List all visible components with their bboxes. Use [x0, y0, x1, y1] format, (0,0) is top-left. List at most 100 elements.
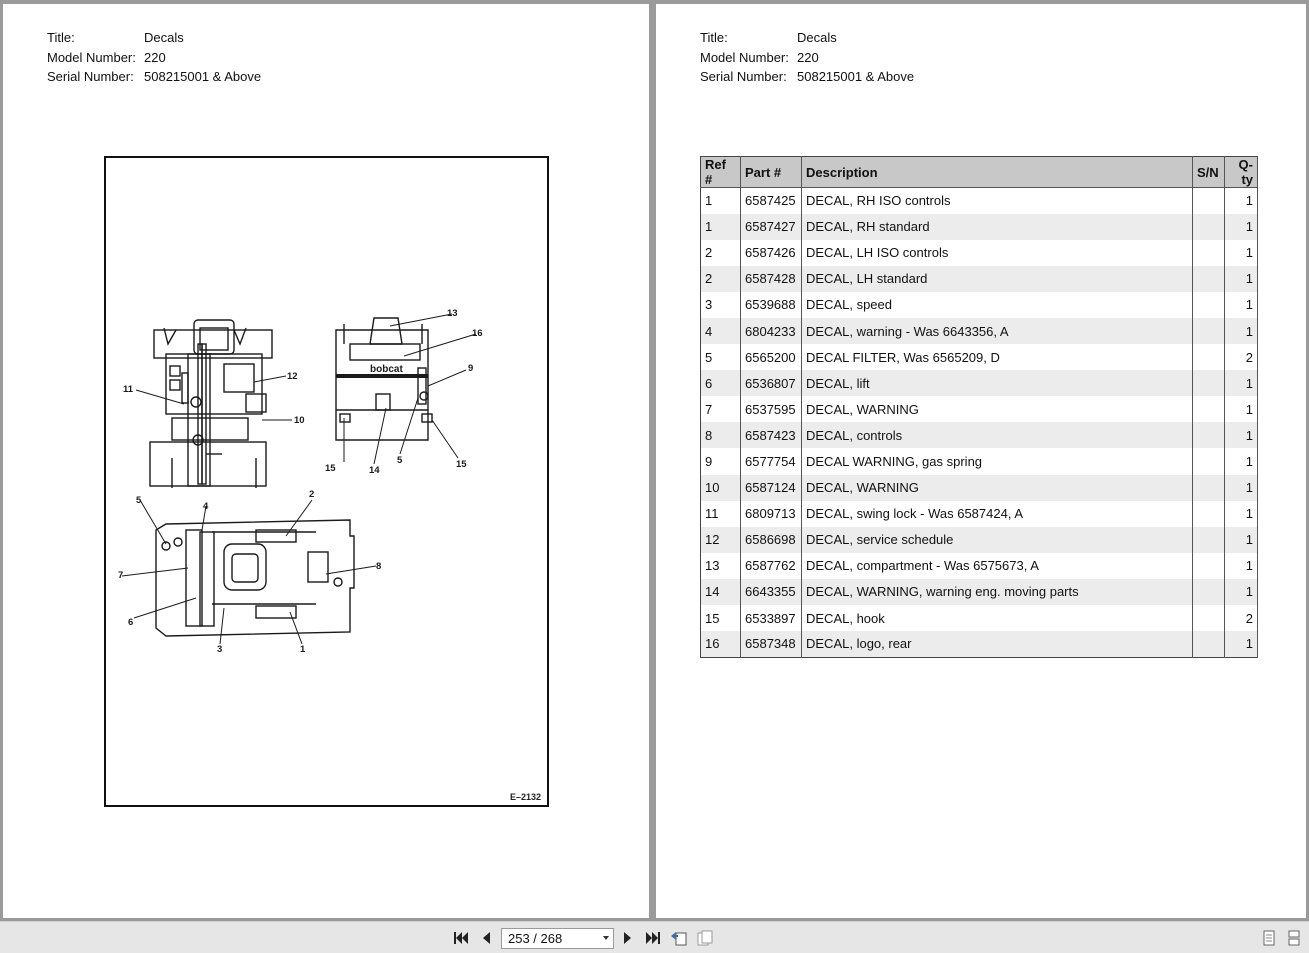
cell-sn — [1192, 448, 1225, 475]
rear-view — [149, 319, 273, 488]
serial-row: Serial Number: 508215001 & Above — [700, 67, 914, 87]
header-qty: Q-ty — [1224, 156, 1258, 188]
cell-qty: 1 — [1224, 396, 1258, 423]
cell-sn — [1192, 605, 1225, 632]
page-number-select[interactable]: 253 / 268 — [501, 928, 614, 949]
header-ref: Ref # — [700, 156, 741, 188]
cell-ref: 9 — [700, 448, 741, 475]
cell-description: DECAL, controls — [801, 422, 1193, 449]
cell-sn — [1192, 344, 1225, 371]
cell-qty: 1 — [1224, 370, 1258, 397]
cell-part: 6587427 — [740, 213, 802, 240]
model-label: Model Number: — [47, 49, 136, 65]
cell-part: 6587124 — [740, 474, 802, 501]
title-row: Title: Decals — [47, 28, 261, 48]
cell-sn — [1192, 187, 1225, 214]
cell-qty: 2 — [1224, 605, 1258, 632]
model-row: Model Number: 220 — [47, 48, 261, 68]
callout-11: 11 — [123, 384, 134, 395]
cell-part: 6804233 — [740, 317, 802, 345]
cell-part: 6539688 — [740, 291, 802, 318]
last-page-icon[interactable] — [644, 929, 662, 947]
cell-part: 6586698 — [740, 526, 802, 553]
cell-description: DECAL, WARNING — [801, 396, 1193, 423]
cell-sn — [1192, 526, 1225, 553]
cell-qty: 1 — [1224, 448, 1258, 475]
serial-label: Serial Number: — [700, 69, 787, 84]
callout-8: 8 — [376, 561, 381, 572]
cell-ref: 16 — [700, 631, 741, 658]
single-page-icon[interactable] — [1260, 929, 1278, 947]
cell-part: 6537595 — [740, 396, 802, 423]
callout-10: 10 — [294, 415, 305, 426]
callout-4: 4 — [203, 501, 209, 512]
cell-ref: 10 — [700, 474, 741, 501]
cell-ref: 3 — [700, 291, 741, 318]
callout-12: 12 — [287, 371, 298, 382]
cell-description: DECAL, WARNING — [801, 474, 1193, 501]
first-page-icon[interactable] — [452, 929, 470, 947]
cell-sn — [1192, 291, 1225, 318]
cell-ref: 7 — [700, 396, 741, 423]
top-view — [155, 519, 355, 637]
cell-qty: 1 — [1224, 239, 1258, 266]
serial-value: 508215001 & Above — [797, 69, 915, 84]
callout-3: 3 — [217, 644, 222, 655]
cell-part: 6587428 — [740, 265, 802, 292]
callout-1: 1 — [300, 644, 306, 655]
cell-qty: 1 — [1224, 500, 1258, 527]
continuous-page-icon[interactable] — [1285, 929, 1303, 947]
cell-ref: 6 — [700, 370, 741, 397]
cell-qty: 1 — [1224, 552, 1258, 579]
page-indicator: 253 / 268 — [508, 931, 563, 946]
cell-sn — [1192, 213, 1225, 240]
cell-ref: 13 — [700, 552, 741, 579]
cell-ref: 11 — [700, 500, 741, 527]
prev-page-icon[interactable] — [477, 929, 495, 947]
model-value: 220 — [797, 49, 819, 65]
cell-description: DECAL, LH standard — [801, 265, 1193, 292]
cell-qty: 1 — [1224, 213, 1258, 240]
cell-part: 6587425 — [740, 187, 802, 214]
page-meta: Title: Decals Model Number: 220 Serial N… — [47, 28, 261, 87]
chevron-down-icon — [603, 936, 609, 940]
left-page: Title: Decals Model Number: 220 Serial N… — [3, 4, 649, 918]
cell-qty: 1 — [1224, 317, 1258, 345]
cell-ref: 8 — [700, 422, 741, 449]
title-label: Title: — [700, 30, 728, 45]
cell-description: DECAL, swing lock - Was 6587424, A — [801, 500, 1193, 527]
cell-sn — [1192, 552, 1225, 579]
cell-qty: 1 — [1224, 265, 1258, 292]
back-view-icon[interactable] — [670, 929, 688, 947]
callout-13: 13 — [447, 308, 458, 319]
next-page-icon[interactable] — [619, 929, 637, 947]
model-label: Model Number: — [700, 49, 789, 65]
viewer-toolbar: 253 / 268 — [0, 921, 1309, 953]
forward-view-icon[interactable] — [696, 929, 714, 947]
cell-sn — [1192, 396, 1225, 423]
callout-16: 16 — [472, 328, 483, 339]
cell-sn — [1192, 239, 1225, 266]
callout-15b: 15 — [456, 459, 467, 470]
title-value: Decals — [797, 30, 837, 45]
leader-lines — [121, 313, 477, 645]
cell-part: 6587426 — [740, 239, 802, 266]
cell-qty: 1 — [1224, 474, 1258, 501]
cell-part: 6587762 — [740, 552, 802, 579]
cell-sn — [1192, 317, 1225, 345]
cell-description: DECAL, logo, rear — [801, 631, 1193, 658]
cell-part: 6643355 — [740, 578, 802, 605]
cell-ref: 2 — [700, 239, 741, 266]
cell-part: 6577754 — [740, 448, 802, 475]
